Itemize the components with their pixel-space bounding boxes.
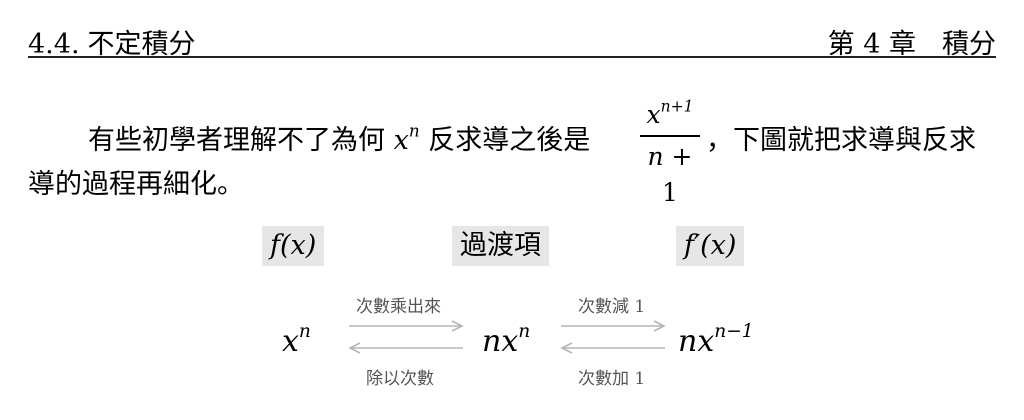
arrow-right-icon	[348, 319, 464, 333]
arrow-right-icon	[560, 319, 666, 333]
paragraph-text-3: ，下圖就把求導與反求	[706, 125, 976, 156]
section-heading: 4.4.不定積分	[28, 22, 196, 61]
fraction-numerator: xn+1	[646, 97, 694, 129]
page-header: 4.4.不定積分 第 4 章積分	[28, 14, 996, 61]
label-multiply-degree: 次數乘出來	[356, 297, 441, 317]
chapter-heading: 第 4 章積分	[828, 22, 996, 61]
label-increase-degree: 次數加 1	[578, 369, 646, 389]
chapter-title: 積分	[942, 29, 996, 60]
expression-nxn: nxn	[482, 321, 531, 359]
expression-xn: xn	[282, 321, 311, 359]
paragraph-text-4: 導的過程再細化。	[28, 169, 244, 200]
section-number: 4.4.	[28, 29, 80, 60]
inline-math-xn: xn	[393, 120, 420, 156]
arrow-left-icon	[348, 341, 464, 355]
fraction-denominator: n + 1	[647, 141, 693, 207]
chapter-label: 第 4 章	[827, 29, 916, 60]
column-title-transition: 過渡項	[452, 226, 549, 266]
fraction: xn+1 n + 1	[640, 97, 700, 211]
paragraph-text-1: 有些初學者理解不了為何	[88, 125, 385, 156]
expression-nxn-minus-1: nxn−1	[678, 321, 754, 359]
paragraph-text-2: 反求導之後是	[428, 125, 591, 156]
header-rule	[28, 56, 996, 58]
paragraph-line-2: 導的過程再細化。	[28, 162, 996, 201]
label-divide-degree: 除以次數	[366, 369, 434, 389]
label-decrease-degree: 次數減 1	[578, 297, 646, 317]
arrow-left-icon	[560, 341, 666, 355]
column-title-fx: f(x)	[262, 226, 325, 266]
section-title: 不定積分	[87, 29, 196, 60]
fraction-bar	[640, 135, 700, 137]
paragraph-line-1: 有些初學者理解不了為何 xn 反求導之後是	[88, 118, 996, 157]
paragraph-line-1-end: ，下圖就把求導與反求	[706, 118, 996, 157]
column-title-fprime: f′(x)	[676, 226, 745, 266]
